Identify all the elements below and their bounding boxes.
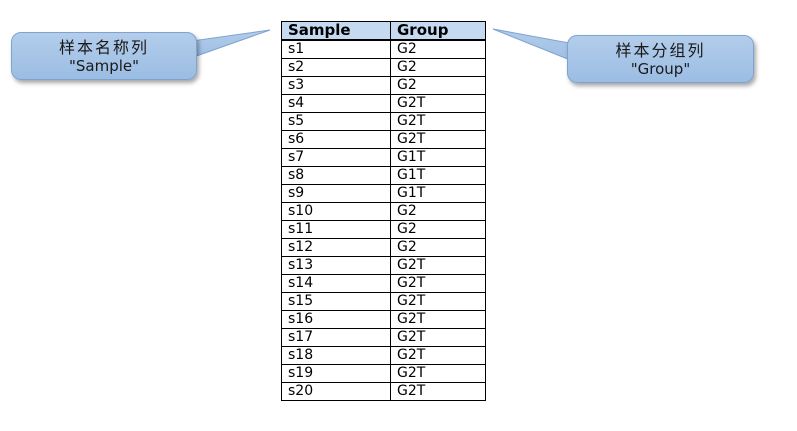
sample-cell: s6 [281,130,391,149]
sample-cell: s9 [281,184,391,203]
group-cell: G2T [390,112,486,131]
group-cell: G1T [390,184,486,203]
group-cell: G2 [390,202,486,221]
sample-cell: s2 [281,58,391,77]
sample-cell: s18 [281,346,391,365]
group-cell: G2T [390,364,486,383]
callout-title: 样本名称列 [58,38,149,57]
sample-cell: s14 [281,274,391,293]
left-callout-tail [184,29,271,61]
group-cell: G2 [390,58,486,77]
sample-cell: s10 [281,202,391,221]
table-header-row: Sample Group [281,21,486,41]
sample-cell: s8 [281,166,391,185]
sample-cell: s13 [281,256,391,275]
group-column-callout: 样本分组列 "Group" [567,35,754,83]
callout-subtitle: "Group" [630,60,691,78]
sample-column-callout: 样本名称列 "Sample" [11,32,197,80]
sample-cell: s17 [281,328,391,347]
sample-cell: s15 [281,292,391,311]
sample-cell: s20 [281,382,391,401]
group-cell: G2 [390,39,486,59]
sample-cell: s19 [281,364,391,383]
group-column-header: Group [390,21,486,41]
sample-cell: s16 [281,310,391,329]
group-cell: G2 [390,76,486,95]
group-cell: G2T [390,310,486,329]
group-cell: G2 [390,238,486,257]
group-cell: G2T [390,346,486,365]
sample-cell: s11 [281,220,391,239]
sample-cell: s3 [281,76,391,95]
sample-cell: s12 [281,238,391,257]
group-cell: G2T [390,382,486,401]
group-cell: G2T [390,256,486,275]
group-cell: G1T [390,148,486,167]
group-cell: G2T [390,274,486,293]
group-cell: G2T [390,130,486,149]
group-cell: G2 [390,220,486,239]
sample-column-header: Sample [281,21,391,41]
sample-cell: s7 [281,148,391,167]
sample-cell: s5 [281,112,391,131]
sample-cell: s4 [281,94,391,113]
sample-cell: s1 [281,39,391,59]
group-cell: G1T [390,166,486,185]
group-cell: G2T [390,292,486,311]
callout-title: 样本分组列 [615,41,706,60]
group-cell: G2T [390,328,486,347]
group-cell: G2T [390,94,486,113]
callout-subtitle: "Sample" [68,57,140,75]
